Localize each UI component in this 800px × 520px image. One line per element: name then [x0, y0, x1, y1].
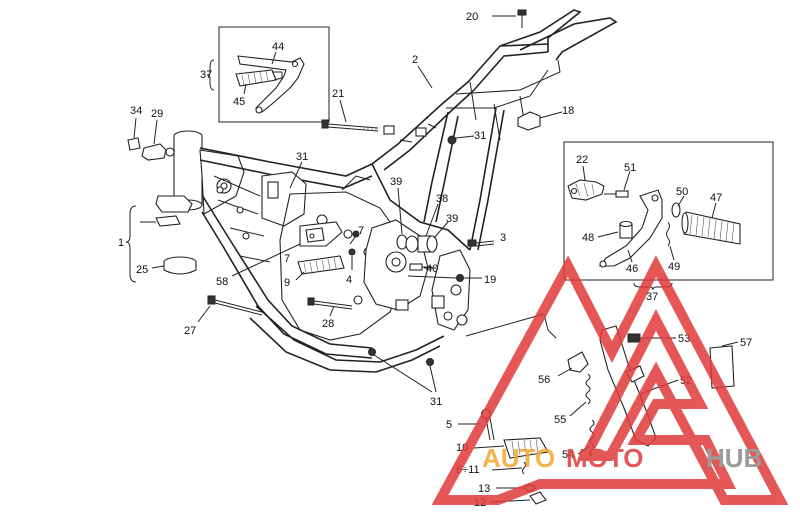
- callout-20: 20: [466, 11, 478, 23]
- callout-39-lower: 39: [446, 213, 458, 225]
- callout-31-bottom: 31: [430, 396, 442, 408]
- callout-46: 46: [626, 263, 638, 275]
- callout-2: 2: [412, 54, 418, 66]
- part-bracket-18: 18: [517, 105, 574, 131]
- part-bolt-3: 3: [467, 232, 506, 247]
- part-bolt-27: 27: [184, 295, 263, 337]
- watermark-text-hub: HUB: [706, 443, 762, 473]
- callout-28: 28: [322, 318, 334, 330]
- part-footpeg-bracket-assembly: 7 7 4 58 9: [216, 221, 364, 289]
- callout-7-upper: 7: [358, 225, 364, 237]
- part-bolts-40-19: 40 19: [407, 263, 496, 286]
- callout-22: 22: [576, 154, 588, 166]
- part-nuts-31-bottom: 31: [368, 348, 442, 408]
- callout-53: 53: [678, 333, 690, 345]
- callout-21: 21: [332, 88, 344, 100]
- callout-37-right: 37: [646, 291, 658, 303]
- callout-9: 9: [284, 277, 290, 289]
- callout-40: 40: [426, 263, 438, 275]
- leader-31-top: [455, 135, 475, 139]
- part-spacers-38-39: 39 38 39: [390, 176, 458, 253]
- part-steering-stops: 1 25: [118, 195, 197, 283]
- callout-5: 5: [446, 419, 452, 431]
- nut-31-top: [447, 135, 457, 145]
- part-bolt-21: 21: [321, 88, 427, 137]
- callout-47: 47: [710, 192, 722, 204]
- callout-55: 55: [554, 414, 566, 426]
- part-steering-lock: 34 29: [127, 105, 175, 161]
- detail-box-footpeg-left: 44 45: [218, 26, 330, 123]
- callout-37-left: 37: [200, 69, 212, 81]
- callout-31-top: 31: [474, 130, 486, 142]
- callout-38: 38: [436, 193, 448, 205]
- callout-1: 1: [118, 237, 124, 249]
- main-frame: [173, 9, 618, 373]
- callout-39-upper: 39: [390, 176, 402, 188]
- watermark-text-auto: AUTO: [482, 443, 555, 473]
- callout-54: 54: [562, 449, 574, 461]
- watermark-text-moto: MOTO: [566, 443, 644, 473]
- callout-45: 45: [233, 96, 245, 108]
- callout-27: 27: [184, 325, 196, 337]
- automotohub-watermark: AUTO MOTO HUB: [431, 255, 789, 505]
- callout-49: 49: [668, 261, 680, 273]
- brace-37-left: [206, 59, 215, 91]
- callout-13: 13: [478, 483, 490, 495]
- callout-56: 56: [538, 374, 550, 386]
- callout-18: 18: [562, 105, 574, 117]
- callout-57: 57: [740, 337, 752, 349]
- callout-50: 50: [676, 186, 688, 198]
- callout-48: 48: [582, 232, 594, 244]
- callout-31-mid: 31: [296, 151, 308, 163]
- part-bolt-20: 20: [466, 9, 527, 28]
- leader-31-mid: [289, 161, 303, 189]
- callout-44: 44: [272, 41, 284, 53]
- part-bolt-28: 28: [307, 297, 353, 330]
- callout-4: 4: [346, 274, 352, 286]
- watermark-logo-mark: [431, 255, 789, 505]
- callout-58: 58: [216, 276, 228, 288]
- callout-19: 19: [484, 274, 496, 286]
- detail-box-footpeg-right: 22 51 50 47 48 46 49: [563, 141, 774, 281]
- callout-34: 34: [130, 105, 142, 117]
- callout-29: 29: [151, 108, 163, 120]
- leader-2: [417, 65, 433, 89]
- callout-3: 3: [500, 232, 506, 244]
- callout-51: 51: [624, 162, 636, 174]
- callout-7-lower: 7: [284, 253, 290, 265]
- callout-25: 25: [136, 264, 148, 276]
